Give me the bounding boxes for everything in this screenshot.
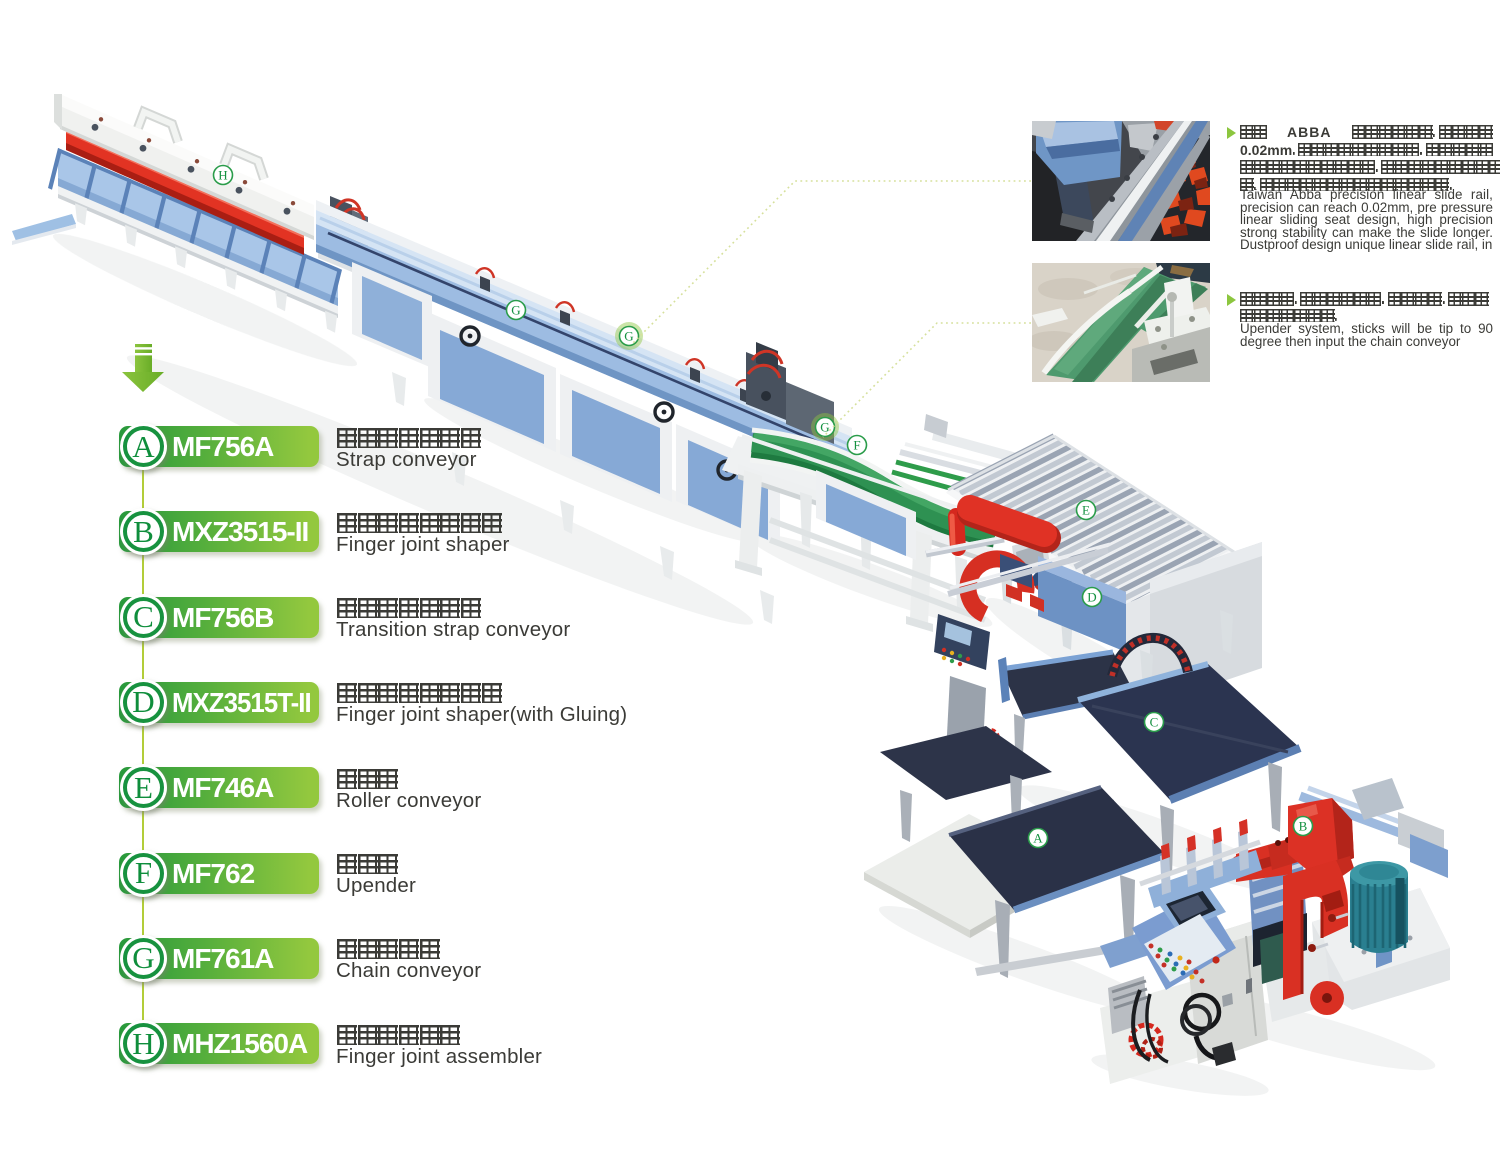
svg-text:B: B xyxy=(1299,819,1308,834)
svg-text:E: E xyxy=(1082,503,1090,518)
svg-text:H: H xyxy=(218,168,227,183)
svg-text:C: C xyxy=(1150,715,1159,730)
svg-text:D: D xyxy=(1087,590,1096,605)
svg-text:G: G xyxy=(624,329,633,344)
svg-text:F: F xyxy=(853,438,860,453)
svg-text:G: G xyxy=(820,420,829,435)
svg-text:G: G xyxy=(511,303,520,318)
svg-text:A: A xyxy=(1033,831,1043,846)
